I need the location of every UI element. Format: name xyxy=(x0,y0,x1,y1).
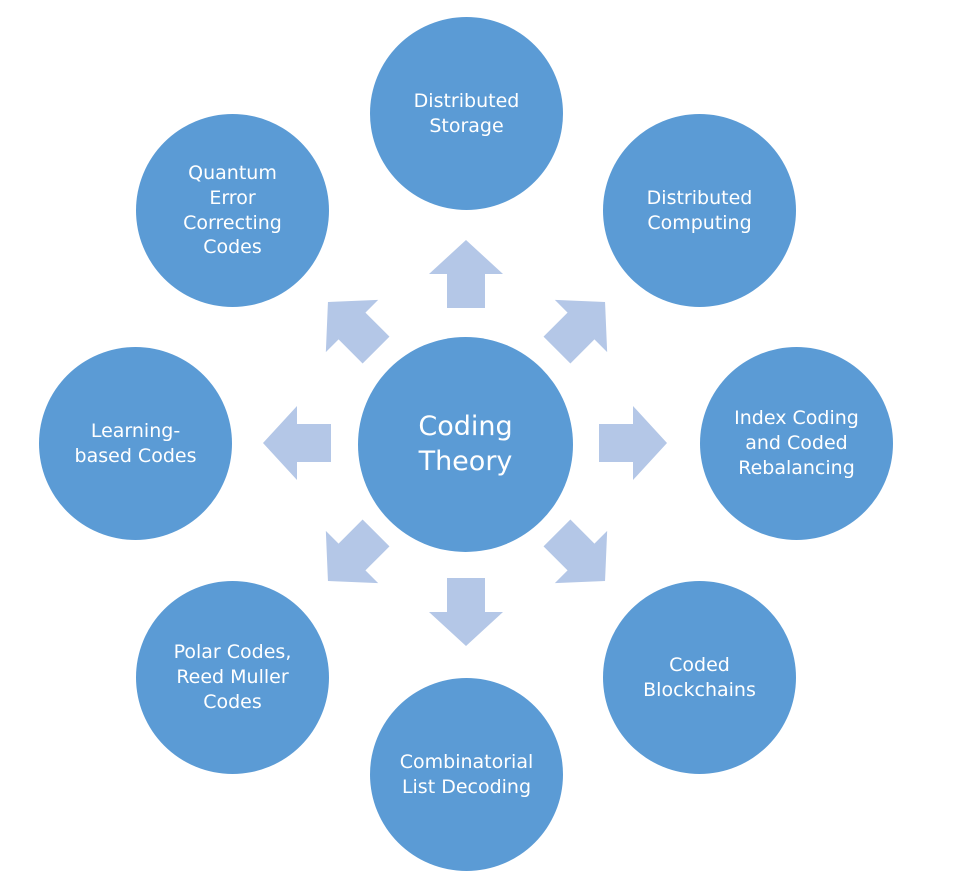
arrow-down-left-icon xyxy=(325,519,390,584)
arrow-up-icon xyxy=(429,240,503,308)
arrow-down-right-icon xyxy=(543,519,608,584)
arrow-left-icon xyxy=(263,406,331,480)
arrow-down-icon xyxy=(429,578,503,646)
arrow-right-icon xyxy=(599,406,667,480)
arrow-up-right-icon xyxy=(543,299,608,364)
arrow-up-left-icon xyxy=(325,299,390,364)
topic-label: Learning-based Codes xyxy=(74,419,197,467)
topic-node-learning-based-codes: Learning-based Codes xyxy=(39,347,232,540)
